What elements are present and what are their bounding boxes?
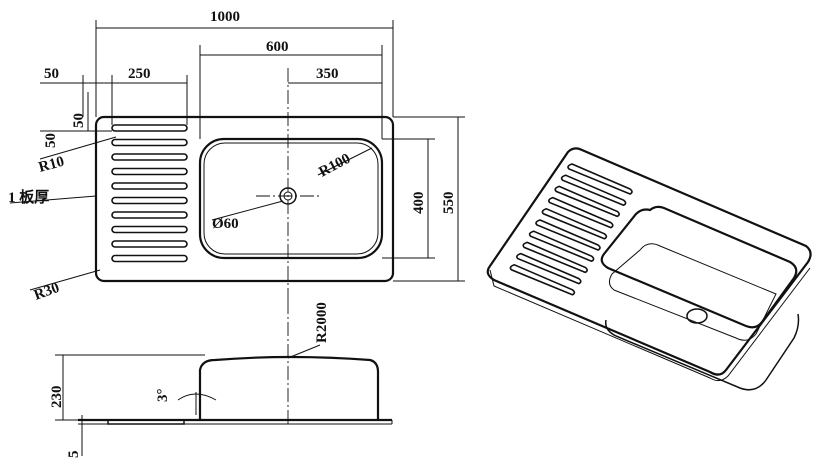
label-radius-r10: R10: [37, 154, 66, 176]
iso-drainboard-slot: [535, 219, 601, 251]
iso-bowl-rim: [600, 205, 798, 329]
iso-bowl-inner: [608, 243, 777, 341]
iso-drainboard-slot: [567, 163, 633, 195]
iso-drainboard-slot: [528, 230, 595, 263]
drainboard-slot: [111, 254, 188, 263]
leader-r10: [39, 136, 117, 160]
iso-drainboard-slot: [548, 196, 614, 229]
drainboard-slot: [111, 240, 188, 248]
leader-r100: [317, 147, 373, 176]
dim-overall-width: 1000: [210, 9, 240, 25]
iso-drainboard-slot: [516, 252, 582, 285]
dim-left-margin: 50: [44, 66, 59, 82]
dim-top-margin-a: 50: [71, 113, 87, 128]
dim-height: 230: [49, 386, 65, 409]
sink-outline: [94, 115, 395, 283]
iso-drainboard-slot: [522, 241, 588, 274]
dim-bowl-width: 600: [266, 39, 289, 55]
isometric-view: [486, 147, 812, 391]
dim-base-thickness: 5: [66, 451, 82, 459]
iso-drain: [686, 308, 708, 324]
dim-bowl-depth: 400: [411, 192, 427, 215]
bowl-outline: [198, 137, 384, 260]
drainboard-slot: [111, 225, 188, 234]
iso-drainboard-slots: [509, 163, 633, 296]
drainboard-slot: [111, 196, 188, 205]
dim-drainboard-width: 250: [128, 66, 151, 82]
drainboard-slot: [111, 124, 188, 132]
label-angle: 3°: [155, 389, 171, 403]
drainboard-slots: [111, 124, 188, 263]
leader-d60: [211, 200, 284, 221]
iso-drainboard-slot: [541, 207, 608, 240]
angle-arc: [177, 393, 217, 401]
label-top-radius: R2000: [314, 302, 330, 343]
leader-r2000: [287, 344, 321, 359]
drainboard-slot: [111, 211, 188, 219]
iso-drainboard-slot: [554, 185, 620, 218]
drainboard-slot: [111, 182, 188, 190]
label-bowl-radius: R100: [316, 151, 353, 181]
iso-bowl-underside: [604, 313, 800, 391]
iso-drainboard-slot: [509, 263, 576, 296]
bowl-profile: [198, 355, 380, 420]
drainboard-slot: [111, 138, 188, 147]
drainboard-slot: [111, 167, 188, 176]
plan-view: 1000 600 350 50 250 50 50 R10 1 板厚 R30 R…: [8, 9, 465, 425]
iso-plate-edge: [489, 267, 811, 382]
label-drain-diameter: Ø60: [212, 216, 239, 232]
iso-drainboard-slot: [560, 174, 627, 207]
bowl-inner-outline: [203, 142, 379, 255]
dim-overall-depth: 550: [441, 192, 457, 215]
base-bracket: [107, 419, 185, 425]
leader-r30: [29, 269, 101, 291]
iso-plate-outline: [486, 147, 812, 376]
leader-thickness: [9, 195, 97, 204]
label-thickness: 1 板厚: [8, 188, 49, 206]
drainboard-slot: [111, 153, 188, 161]
label-radius-r30: R30: [32, 280, 62, 304]
dim-drain-offset: 350: [316, 66, 339, 82]
elevation-view: R2000 230 3° 5: [49, 302, 393, 459]
dim-top-margin-b: 50: [43, 133, 59, 148]
